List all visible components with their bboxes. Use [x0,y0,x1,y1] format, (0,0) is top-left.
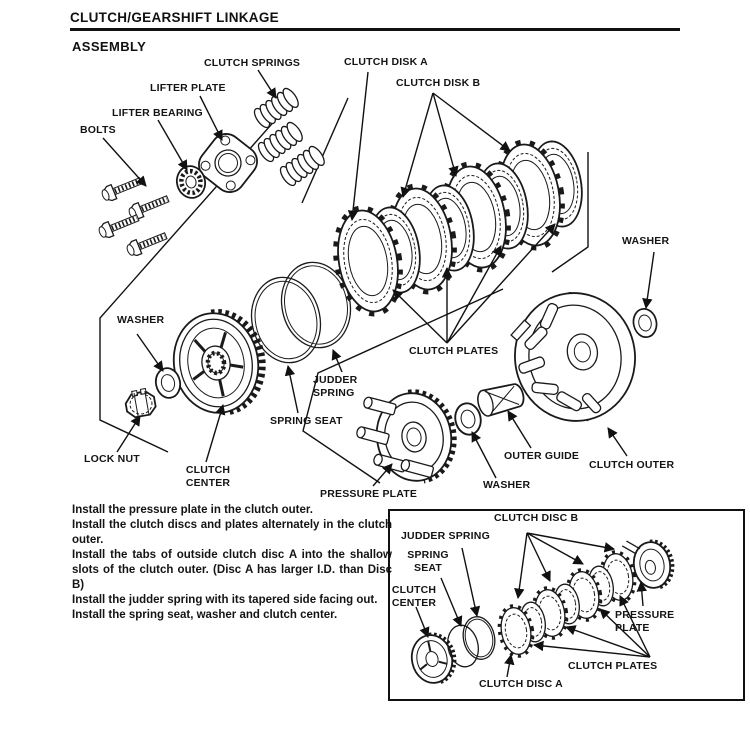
inset-box [388,509,745,701]
instruction-line: Install the clutch discs and plates alte… [72,519,392,546]
label-outer-guide: OUTER GUIDE [504,450,580,462]
bolts-part [97,174,171,258]
assembly-instructions: Install the pressure plate in the clutch… [72,503,392,623]
instruction-line: Install the judder spring with its taper… [72,594,378,606]
inset-label-judder-spring: JUDDER SPRING [401,530,490,542]
inset-label-spring-seat: SPRING SEAT [407,549,449,574]
label-clutch-center: CLUTCH CENTER [185,464,231,489]
inset-label-clutch-center: CLUTCH CENTER [391,584,437,609]
pressure-plate-part [356,389,457,484]
leader-arrows [102,69,655,487]
label-lock-nut: LOCK NUT [84,453,140,465]
label-clutch-disk-a: CLUTCH DISK A [344,56,428,68]
header-rule [70,28,680,31]
clutch-center-part [172,309,266,415]
perspective-frame [99,97,589,484]
label-clutch-springs: CLUTCH SPRINGS [204,57,301,69]
inset-label-clutch-plates: CLUTCH PLATES [568,660,658,672]
label-clutch-plates: CLUTCH PLATES [409,345,499,357]
label-lifter-bearing: LIFTER BEARING [112,107,203,119]
label-clutch-disk-b: CLUTCH DISK B [396,77,481,89]
judder-spring-part [280,261,352,349]
clutch-outer-part [510,291,636,422]
clutch-disc-stack [328,137,590,318]
section-heading: ASSEMBLY [72,39,147,54]
lifter-plate-part [198,133,258,193]
label-judder-spring: JUDDER SPRING [313,374,358,399]
label-washer-left: WASHER [117,314,165,326]
label-bolts: BOLTS [80,124,116,136]
spring-seat-part [250,276,322,364]
page-title: CLUTCH/GEARSHIFT LINKAGE [70,10,279,25]
inset-clutch-center-part [410,632,457,685]
label-lifter-plate: LIFTER PLATE [150,82,226,94]
label-washer-lower: WASHER [483,479,531,491]
label-washer-upper-right: WASHER [622,235,670,247]
inset-leader-arrows [415,532,651,678]
inset-label-clutch-disc-a: CLUTCH DISC A [479,678,563,690]
instruction-line: Install the spring seat, washer and clut… [72,609,338,621]
instruction-line: Install the pressure plate in the clutch… [72,504,313,516]
inset-pressure-plate-part [621,539,675,590]
label-spring-seat: SPRING SEAT [270,415,343,427]
washer-upper-right-part [630,305,660,341]
inset-label-clutch-disc-b: CLUTCH DISC B [494,512,579,524]
label-clutch-outer: CLUTCH OUTER [589,459,675,471]
inset-label-pressure-plate: PRESSURE PLATE [615,609,675,634]
lock-nut-part [124,387,157,419]
outer-guide-part [477,383,525,417]
label-pressure-plate: PRESSURE PLATE [320,488,418,500]
instruction-line: Install the tabs of outside clutch disc … [72,549,392,591]
